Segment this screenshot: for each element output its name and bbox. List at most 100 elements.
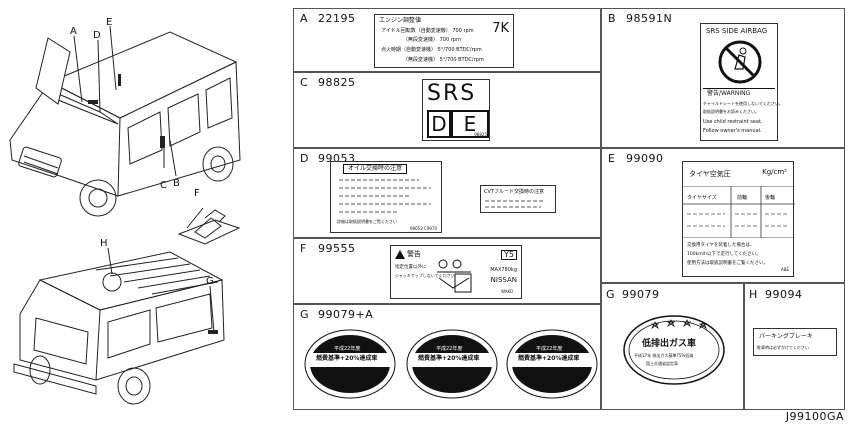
cell-b: B 98591N SRS SIDE AIRBAG 警告/WARNING チャイル… (601, 8, 845, 148)
jack-warning-text2: ジャッキアップしないでください (395, 273, 455, 278)
jack-warning-title: 警告 (407, 250, 421, 258)
tire-pressure-table (683, 186, 795, 238)
tire-pressure-note3: 使用方法は取扱説明書をご覧ください。 (687, 261, 768, 266)
engine-tune-tag: 7K (492, 21, 509, 36)
cell-g1-part: 99079+A (318, 308, 374, 321)
tire-col-size: タイヤサイズ (687, 195, 717, 201)
srs-label: SRS D E 98825 (422, 79, 490, 141)
low-emission-title: 低排出ガス車 (642, 339, 697, 349)
srs-airbag-warning: 警告/WARNING (707, 90, 751, 97)
vehicle-rear-illustration (13, 247, 225, 405)
srs-label-text: SRS (427, 81, 477, 106)
srs-airbag-warning-bar (703, 88, 775, 89)
jack-max-load: MAX780kg (490, 267, 517, 273)
fuel-economy-badge-2: 平成22年度 燃費基準+20%達成車 (406, 329, 498, 399)
cell-f-part: 99555 (318, 242, 356, 255)
jack-warning-text1: 指定位置以外に (395, 265, 427, 270)
callout-d: D (93, 30, 101, 41)
cell-h-letter: H (749, 288, 758, 301)
fuel-economy-main-3: 燃費基準+20%達成車 (518, 355, 580, 362)
cell-g1-letter: G (300, 308, 310, 321)
engine-tune-label: エンジン調整値 アイドル回転数（自動変速機） 700 rpm （無段変速機） 7… (374, 14, 514, 68)
engine-tune-row2: （無段変速機） 700 rpm (403, 37, 461, 43)
callout-b: B (173, 178, 180, 189)
oil-change-title: オイル交換時の注意 (343, 164, 408, 174)
warning-triangle-icon (395, 250, 405, 259)
engine-tune-row3: 点火時期（自動変速機） 5°/700 BTDC/rpm (381, 47, 482, 53)
cell-g2: G 99079 低排出ガス車 平成17年 排出ガス基準75%低減 国土交通省認定… (601, 283, 744, 410)
srs-airbag-line3: Use child restraint seat. (703, 119, 763, 125)
cell-f: F 99555 警告 指定位置以外に ジャッキアップしないでください Y5 MA… (293, 238, 601, 304)
jack-tag: Y5 (501, 250, 517, 260)
low-emission-line2: 国土交通省認定車 (646, 361, 678, 366)
cell-f-letter: F (300, 242, 307, 255)
srs-label-e: E (451, 110, 489, 138)
tire-pressure-note2: 100km/h以下で走行してください。 (687, 252, 761, 257)
jack-pictogram-icon (437, 259, 472, 293)
cell-a: A 22195 エンジン調整値 アイドル回転数（自動変速機） 700 rpm （… (293, 8, 601, 72)
fuel-economy-year-1: 平成22年度 (334, 346, 361, 352)
engine-tune-title: エンジン調整値 (379, 17, 422, 24)
srs-label-foot: 98825 (474, 132, 487, 137)
cell-d-letter: D (300, 152, 309, 165)
engine-tune-row1: アイドル回転数（自動変速機） 700 rpm (381, 28, 474, 34)
cell-g2-part: 99079 (622, 288, 660, 301)
oil-change-label: オイル交換時の注意 詳細は取扱説明書をご覧ください 99053 C9970 (330, 161, 442, 233)
jack-sub: WAKO (500, 289, 513, 294)
cell-d: D 99053 オイル交換時の注意 詳細は取扱説明書をご覧ください 99053 … (293, 148, 601, 238)
cell-a-part: 22195 (318, 12, 356, 25)
cell-e-part: 99090 (626, 152, 664, 165)
cell-g2-letter: G (606, 288, 616, 301)
globe-emblem-icon (406, 329, 498, 399)
srs-side-airbag-label: SRS SIDE AIRBAG 警告/WARNING チャイルドシートを使用しな… (700, 23, 783, 141)
callout-a: A (70, 26, 77, 37)
jack-warning-label: 警告 指定位置以外に ジャッキアップしないでください Y5 MAX780kg N… (390, 245, 522, 299)
cvt-fluid-title: CVTフルード交換時の注意 (484, 189, 544, 195)
srs-airbag-line2: 取扱説明書をお読みください。 (703, 109, 759, 114)
cell-b-part: 98591N (626, 12, 673, 25)
no-child-seat-icon (718, 40, 762, 84)
fuel-economy-main-1: 燃費基準+20%達成車 (316, 355, 378, 362)
callout-g: G (206, 276, 214, 287)
oil-change-foot1: 詳細は取扱説明書をご覧ください (337, 219, 397, 224)
vehicle-front-illustration (9, 25, 241, 217)
parking-brake-title: パーキングブレーキ (759, 333, 813, 340)
tire-pressure-title: タイヤ空気圧 (689, 170, 731, 178)
jack-brand: NISSAN (490, 276, 517, 284)
cell-h: H 99094 パーキングブレーキ 駐車時は必ずかけてください (744, 283, 845, 410)
cell-b-letter: B (608, 12, 617, 25)
srs-airbag-line1: チャイルドシートを使用しないでください。 (703, 101, 783, 106)
fuel-economy-year-3: 平成22年度 (536, 346, 563, 352)
cell-h-part: 99094 (765, 288, 803, 301)
cvt-fluid-label: CVTフルード交換時の注意 (480, 185, 556, 213)
parking-brake-label: パーキングブレーキ 駐車時は必ずかけてください (753, 328, 837, 356)
tire-col-rear: 後輪 (765, 195, 776, 201)
globe-emblem-icon (304, 329, 396, 399)
callout-c: C (160, 180, 167, 191)
cell-g1: G 99079+A 平成22年度 燃費基準+20%達成車 平成22年度 燃費基準… (293, 304, 601, 410)
srs-label-d: D (427, 110, 451, 138)
oil-change-foot2: 99053 C9970 (410, 226, 437, 231)
cell-c: C 98825 SRS D E 98825 (293, 72, 601, 148)
srs-airbag-line4: Follow owner's manual. (703, 128, 762, 134)
cell-c-part: 98825 (318, 76, 356, 89)
tire-col-front: 前輪 (737, 195, 748, 201)
parking-brake-sub: 駐車時は必ずかけてください (757, 345, 809, 350)
callout-f: F (194, 188, 200, 199)
tire-pressure-foot: ABE (780, 267, 789, 272)
cell-c-letter: C (300, 76, 309, 89)
tire-pressure-unit: Kg/cm² (762, 168, 787, 176)
fuel-economy-year-2: 平成22年度 (436, 346, 463, 352)
jack-illustration (177, 207, 241, 245)
cell-a-letter: A (300, 12, 309, 25)
diagram-code: J99100GA (785, 410, 844, 423)
low-emission-badge (623, 315, 725, 385)
cell-e: E 99090 タイヤ空気圧 Kg/cm² タイヤサイズ 前輪 後輪 交換用タイ… (601, 148, 845, 283)
oil-change-text-lines (339, 179, 431, 213)
fuel-economy-badge-3: 平成22年度 燃費基準+20%達成車 (506, 329, 598, 399)
tire-pressure-label: タイヤ空気圧 Kg/cm² タイヤサイズ 前輪 後輪 交換用タイヤを装着した場合… (682, 161, 795, 277)
callout-h: H (100, 238, 108, 249)
globe-emblem-icon (506, 329, 598, 399)
tire-pressure-note1: 交換用タイヤを装着した場合は、 (687, 243, 755, 248)
cell-e-letter: E (608, 152, 616, 165)
